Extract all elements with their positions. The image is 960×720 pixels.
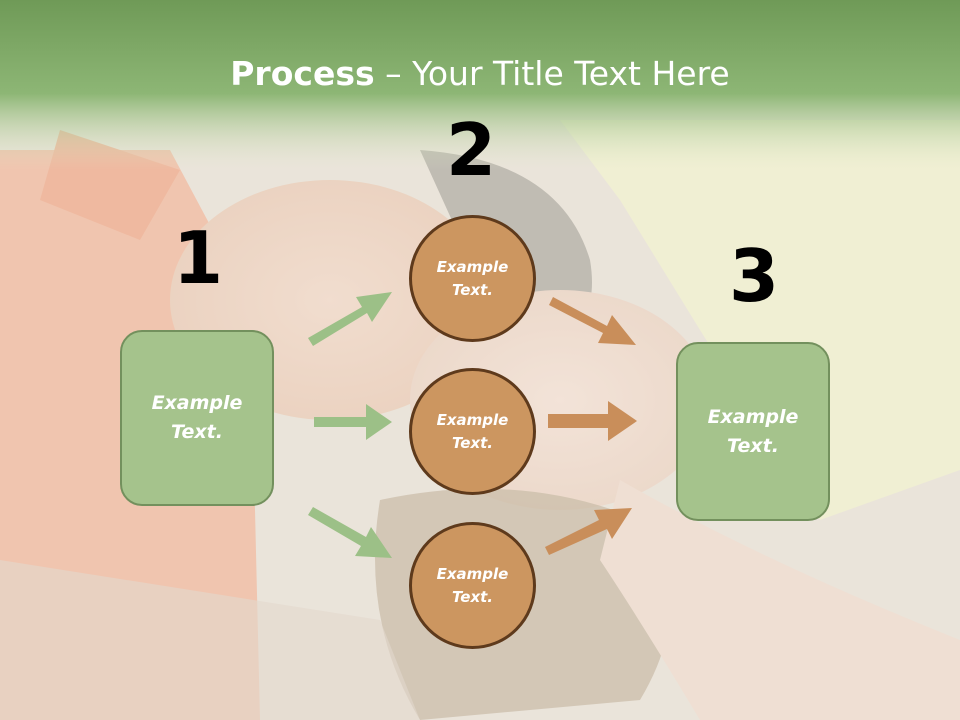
arrow-from-circle-1: [549, 297, 636, 345]
title-rest: – Your Title Text Here: [374, 54, 730, 93]
step-1-box: Example Text.: [120, 330, 274, 506]
circle-2-text: Example Text.: [436, 410, 509, 452]
arrow-from-circle-2: [548, 401, 637, 441]
step-number-3: 3: [728, 234, 780, 318]
arrow-to-circle-2: [314, 404, 392, 440]
step-number-2: 2: [445, 108, 497, 192]
step-2-circle-1: Example Text.: [409, 215, 536, 342]
step-number-1: 1: [172, 216, 224, 300]
step-3-text: Example Text.: [707, 405, 799, 457]
step-2-circle-2: Example Text.: [409, 368, 536, 495]
circle-3-text: Example Text.: [436, 564, 509, 606]
arrow-from-circle-3: [545, 508, 632, 555]
title-bold: Process: [230, 54, 375, 93]
step-2-circle-3: Example Text.: [409, 522, 536, 649]
circle-1-text: Example Text.: [436, 257, 509, 299]
slide-title: Process – Your Title Text Here: [0, 54, 960, 94]
step-1-text: Example Text.: [151, 392, 243, 443]
arrow-to-circle-1: [308, 292, 392, 346]
arrow-to-circle-3: [308, 507, 392, 558]
step-3-box: Example Text.: [676, 342, 830, 521]
